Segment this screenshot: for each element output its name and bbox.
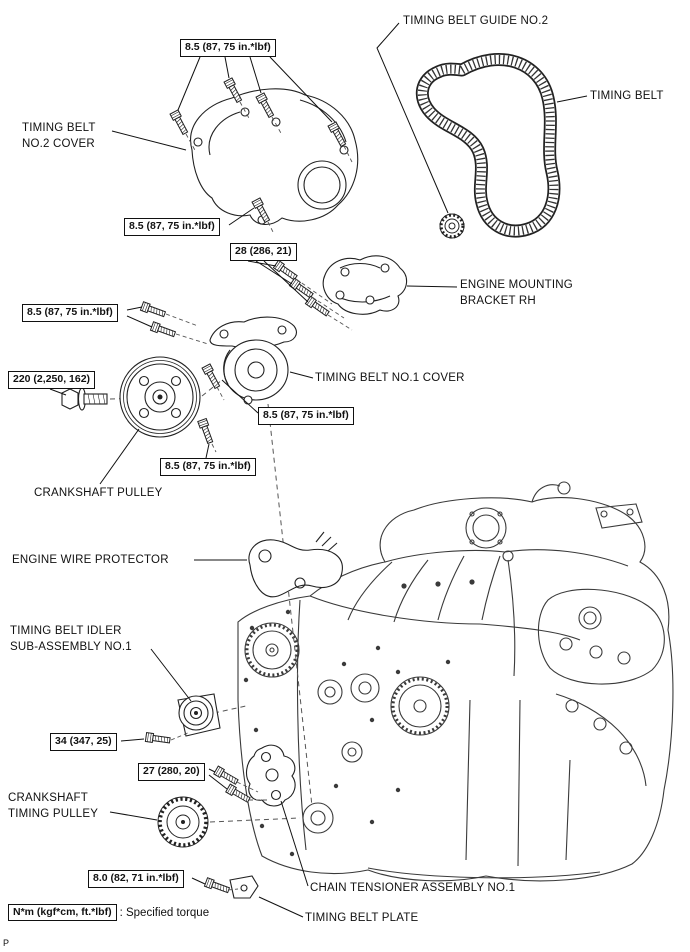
chain-tensioner-art — [245, 744, 296, 807]
torque-box-plate: 8.0 (82, 71 in.*lbf) — [88, 870, 184, 889]
torque-box-cover1-right: 8.5 (87, 75 in.*lbf) — [258, 407, 354, 426]
timing-belt-art — [415, 52, 561, 238]
label-timing-belt-no2-cover: TIMING BELT NO.2 COVER — [22, 122, 96, 150]
torque-box-tensioner: 27 (280, 20) — [138, 763, 205, 782]
torque-legend: N*m (kgf*cm, ft.*lbf) : Specified torque — [8, 904, 209, 921]
timing-belt-plate-art — [229, 875, 259, 899]
label-timing-belt-no1-cover: TIMING BELT NO.1 COVER — [315, 372, 465, 384]
crankshaft-pulley-art — [119, 356, 201, 438]
label-chain-tensioner: CHAIN TENSIONER ASSEMBLY NO.1 — [310, 882, 516, 894]
label-crankshaft-timing-pulley: CRANKSHAFT TIMING PULLEY — [8, 792, 99, 820]
page-footer-mark: P — [3, 938, 10, 948]
label-timing-belt-idler: TIMING BELT IDLER SUB-ASSEMBLY NO.1 — [10, 625, 132, 653]
engine-mounting-bracket-art — [322, 255, 408, 315]
leader-lines — [49, 22, 588, 918]
engine-wire-protector-art — [248, 531, 343, 598]
torque-box-cover2-lower: 8.5 (87, 75 in.*lbf) — [124, 218, 220, 237]
crankshaft-timing-pulley-art — [157, 796, 209, 848]
label-crankshaft-pulley: CRANKSHAFT PULLEY — [34, 487, 163, 499]
crank-pulley-bolt-art — [61, 387, 108, 411]
label-timing-belt-guide-no2: TIMING BELT GUIDE NO.2 — [403, 15, 549, 27]
label-timing-belt-plate: TIMING BELT PLATE — [305, 912, 419, 924]
torque-box-crank-bolt: 220 (2,250, 162) — [8, 371, 96, 390]
label-engine-wire-protector: ENGINE WIRE PROTECTOR — [12, 554, 169, 566]
torque-box-cover2-top: 8.5 (87, 75 in.*lbf) — [180, 39, 276, 58]
torque-legend-meaning: : Specified torque — [119, 906, 210, 919]
torque-legend-unit-box: N*m (kgf*cm, ft.*lbf) — [8, 904, 117, 921]
label-engine-mounting-bracket-rh: ENGINE MOUNTING BRACKET RH — [460, 279, 573, 307]
timing-belt-no2-cover-art — [190, 88, 359, 225]
timing-belt-no1-cover-art — [209, 316, 297, 405]
bolt-axis-dashed-lines — [165, 101, 353, 891]
torque-box-idler: 34 (347, 25) — [50, 733, 117, 752]
timing-belt-idler-art — [177, 693, 221, 737]
torque-box-cover1-left: 8.5 (87, 75 in.*lbf) — [22, 304, 118, 323]
torque-box-bracket: 28 (286, 21) — [230, 243, 297, 262]
label-timing-belt: TIMING BELT — [590, 90, 664, 102]
engine-illustration — [237, 481, 674, 882]
timing-belt-guide-art — [439, 213, 465, 239]
torque-box-cover1-bottom: 8.5 (87, 75 in.*lbf) — [160, 458, 256, 477]
